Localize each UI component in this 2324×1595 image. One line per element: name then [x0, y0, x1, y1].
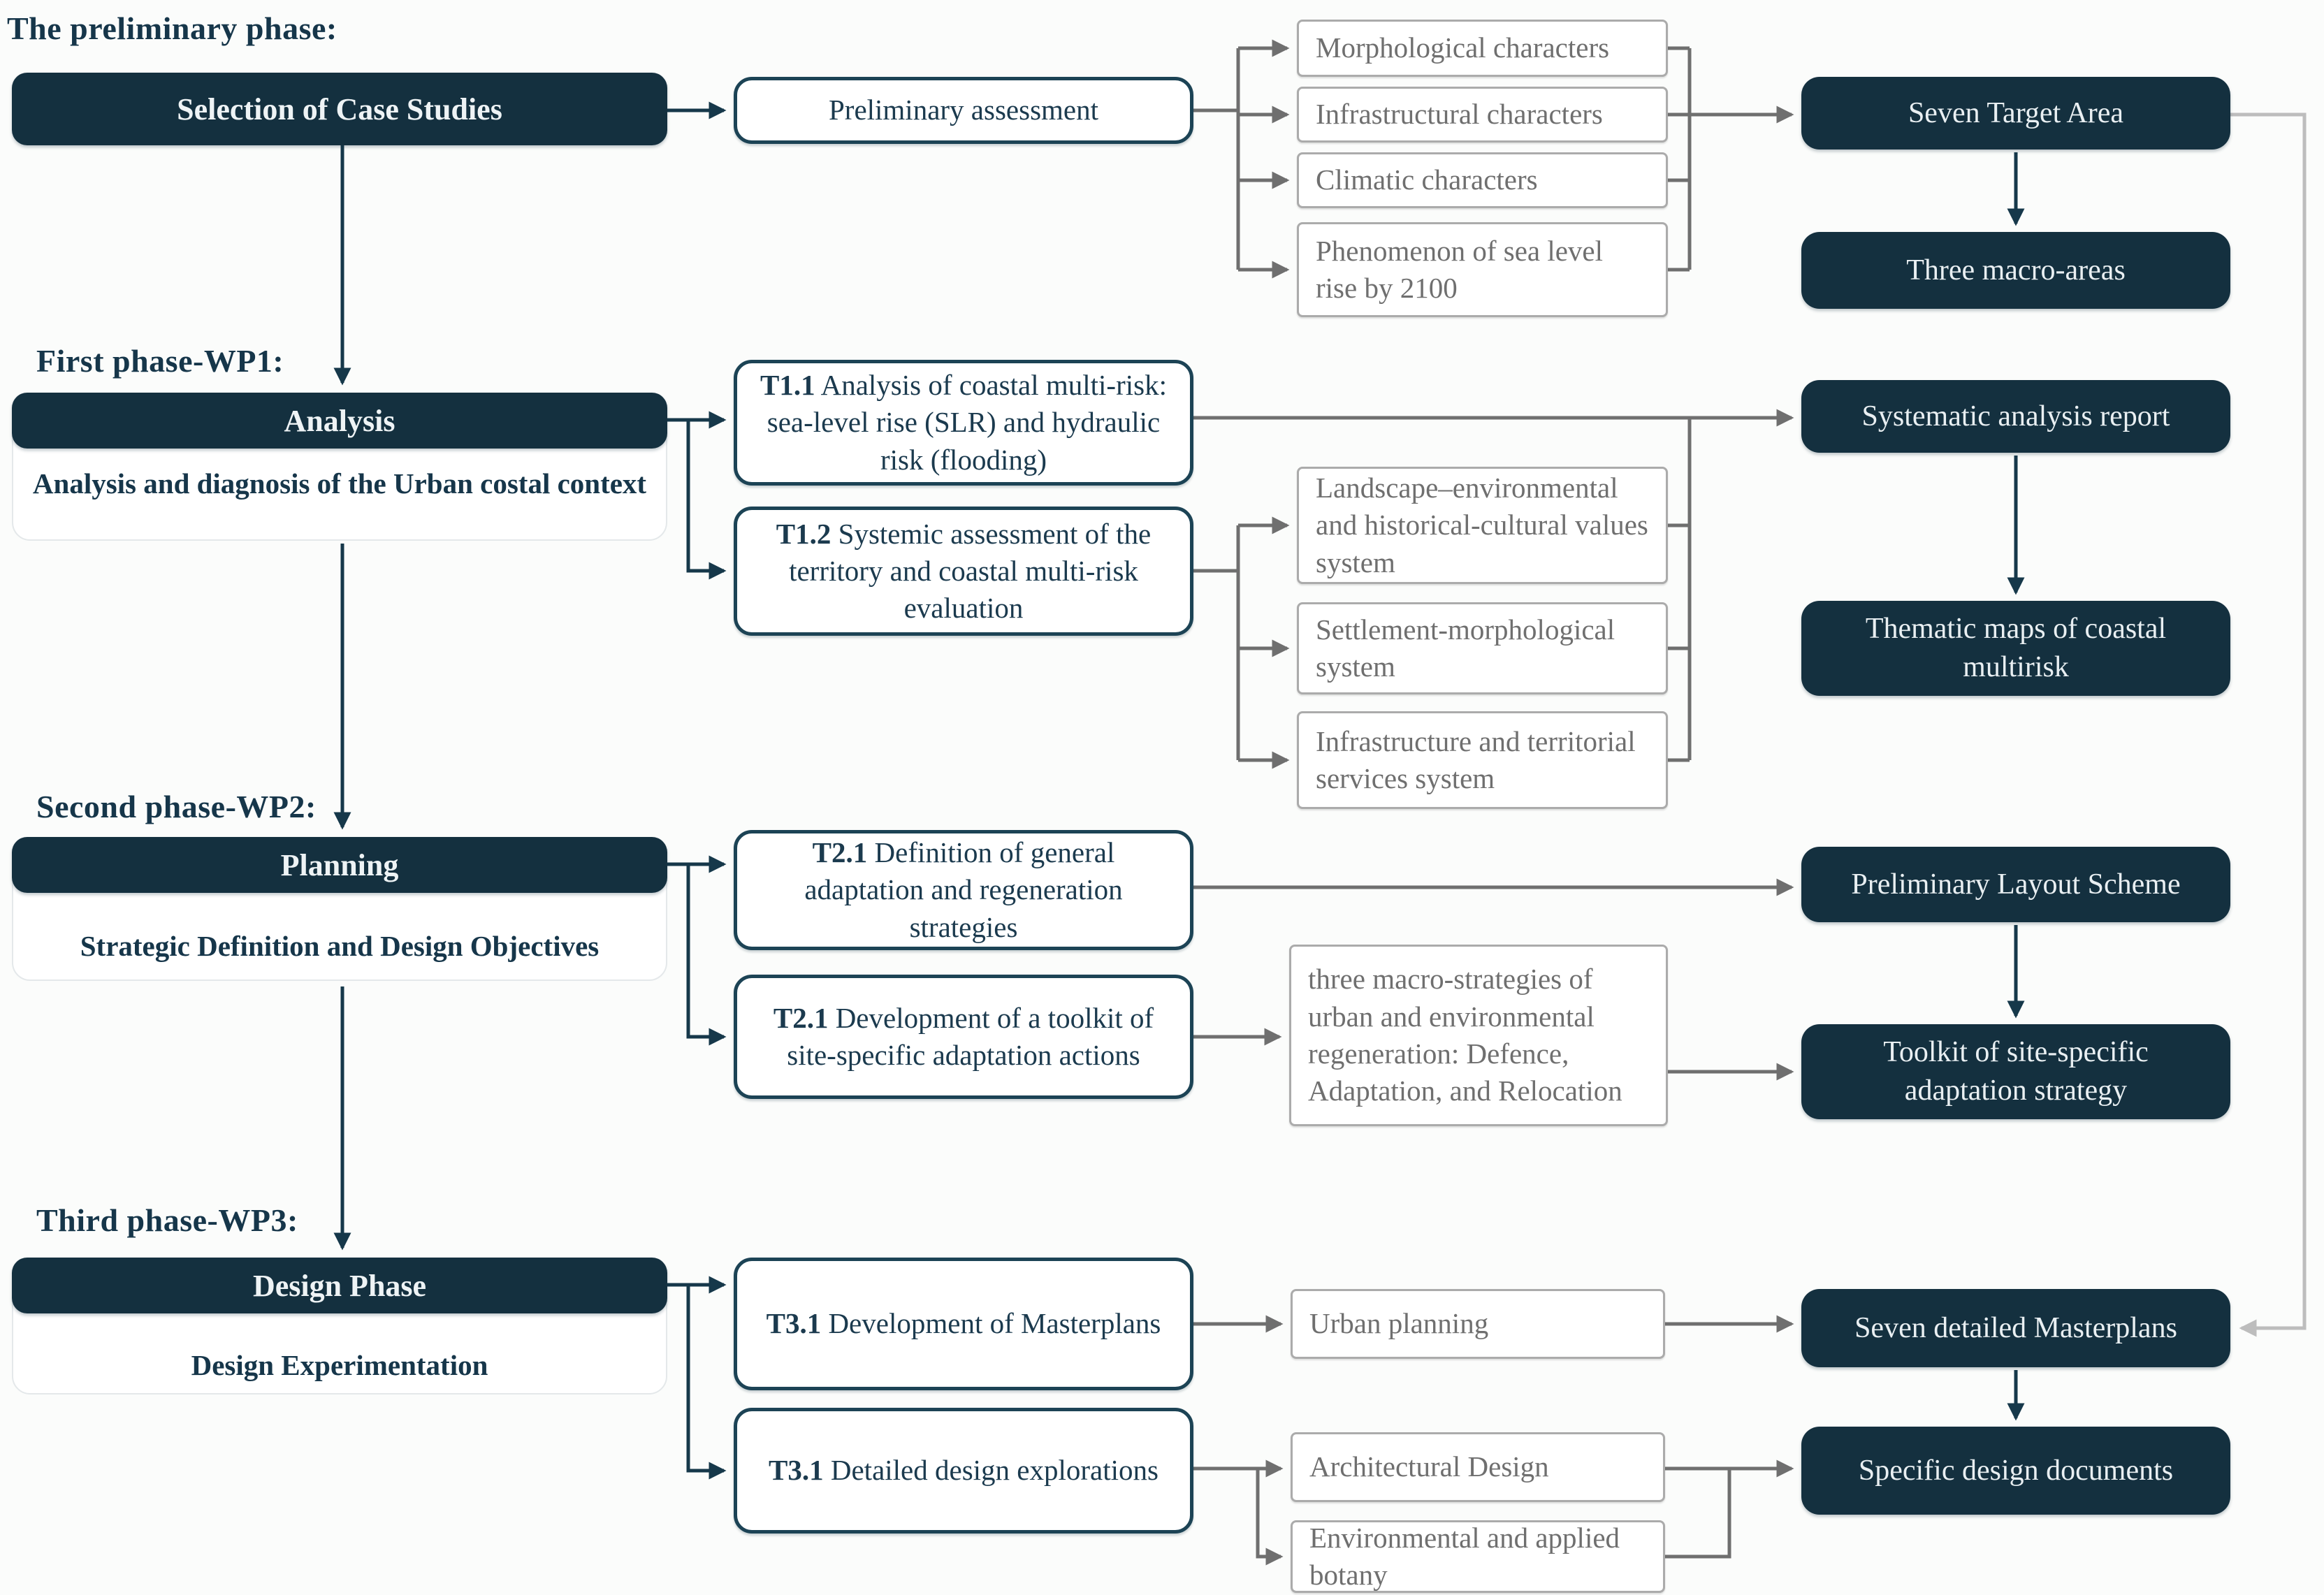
design-subtitle: Design Experimentation: [191, 1349, 488, 1381]
task-t3-1-detailed-design-label: T3.1 Detailed design explorations: [769, 1454, 1159, 1487]
analysis-label: Analysis: [284, 403, 395, 438]
urban-planning-box: Urban planning: [1291, 1289, 1665, 1359]
environmental-botany-box: Environmental and applied botany: [1291, 1520, 1665, 1593]
macro-strategies-box: three macro-strategies of urban and envi…: [1289, 945, 1668, 1126]
task-t1-1-box: T1.1 Analysis of coastal multi-risk: sea…: [734, 360, 1193, 486]
design-phase-box: Design Phase: [12, 1258, 667, 1313]
planning-label: Planning: [280, 847, 399, 882]
seven-target-area-box: Seven Target Area: [1801, 77, 2230, 150]
architectural-design-box: Architectural Design: [1291, 1432, 1665, 1502]
toolkit-adaptation-strategy-box: Toolkit of site-specific adaptation stra…: [1801, 1024, 2230, 1119]
task-t2-1-definition-box: T2.1 Definition of general adaptation an…: [734, 830, 1193, 950]
landscape-values-system-box: Landscape–environmental and historical-c…: [1297, 467, 1668, 584]
settlement-morphological-system-box: Settlement-morphological system: [1297, 602, 1668, 694]
task-t2-1-toolkit-label: T2.1 Development of a toolkit of site-sp…: [773, 1001, 1154, 1071]
task-t1-2-code: T1.2: [776, 517, 831, 550]
climatic-characters-box: Climatic characters: [1297, 152, 1668, 208]
task-t2-1-toolkit-box: T2.1 Development of a toolkit of site-sp…: [734, 975, 1193, 1099]
analysis-subtitle: Analysis and diagnosis of the Urban cost…: [32, 467, 647, 500]
selection-of-case-studies-label: Selection of Case Studies: [177, 92, 502, 126]
preliminary-layout-scheme-box: Preliminary Layout Scheme: [1801, 847, 2230, 922]
wp3-phase-heading: Third phase-WP3:: [36, 1202, 298, 1238]
task-t1-1-label: T1.1 Analysis of coastal multi-risk: sea…: [760, 369, 1167, 476]
planning-box: Planning: [12, 837, 667, 893]
selection-of-case-studies-box: Selection of Case Studies: [12, 73, 667, 145]
wp1-phase-heading: First phase-WP1:: [36, 343, 284, 379]
task-t3-1-masterplans-box: T3.1 Development of Masterplans: [734, 1258, 1193, 1390]
morphological-characters-box: Morphological characters: [1297, 20, 1668, 77]
specific-design-documents-box: Specific design documents: [1801, 1427, 2230, 1515]
analysis-box: Analysis: [12, 393, 667, 449]
seven-detailed-masterplans-box: Seven detailed Masterplans: [1801, 1289, 2230, 1367]
task-t3-1-masterplans-label: T3.1 Development of Masterplans: [766, 1307, 1161, 1340]
design-phase-label: Design Phase: [252, 1268, 427, 1303]
three-macro-areas-box: Three macro-areas: [1801, 232, 2230, 309]
wp2-phase-heading: Second phase-WP2:: [36, 789, 317, 824]
task-t2-1-toolkit-code: T2.1: [773, 1001, 829, 1034]
task-t2-1-definition-label: T2.1 Definition of general adaptation an…: [804, 836, 1123, 943]
sea-level-rise-box: Phenomenon of sea level rise by 2100: [1297, 222, 1668, 317]
task-t3-1-detailed-design-box: T3.1 Detailed design explorations: [734, 1408, 1193, 1534]
task-t3-1-masterplans-code: T3.1: [766, 1307, 822, 1340]
systematic-analysis-report-box: Systematic analysis report: [1801, 380, 2230, 453]
preliminary-phase-heading: The preliminary phase:: [7, 10, 337, 46]
infrastructural-characters-box: Infrastructural characters: [1297, 87, 1668, 143]
preliminary-assessment-label: Preliminary assessment: [828, 94, 1099, 126]
planning-subtitle: Strategic Definition and Design Objectiv…: [80, 930, 600, 962]
task-t2-1-definition-code: T2.1: [812, 836, 868, 869]
thematic-maps-box: Thematic maps of coastal multirisk: [1801, 601, 2230, 696]
task-t1-2-label: T1.2 Systemic assessment of the territor…: [776, 517, 1152, 625]
task-t3-1-detailed-design-code: T3.1: [769, 1454, 824, 1487]
infrastructure-services-system-box: Infrastructure and territorial services …: [1297, 711, 1668, 809]
task-t1-1-code: T1.1: [760, 369, 815, 402]
task-t1-2-box: T1.2 Systemic assessment of the territor…: [734, 507, 1193, 636]
preliminary-assessment-box: Preliminary assessment: [734, 77, 1193, 144]
